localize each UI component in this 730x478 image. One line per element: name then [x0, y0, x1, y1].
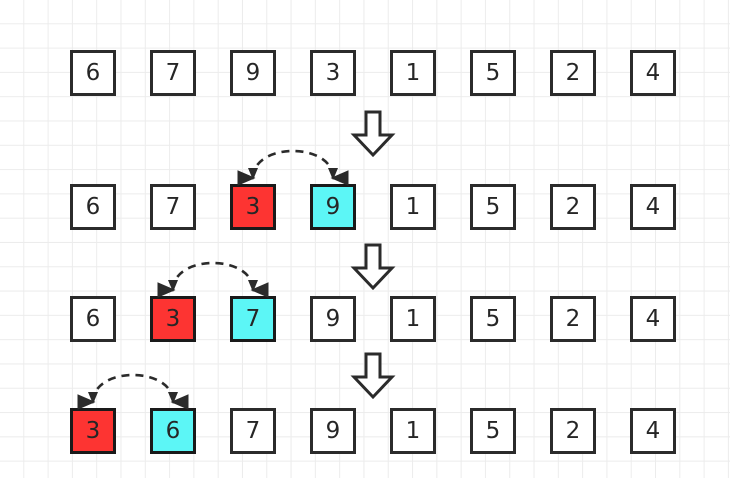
- array-cell[interactable]: 4: [630, 184, 676, 230]
- array-cell[interactable]: 9: [310, 296, 356, 342]
- array-cell[interactable]: 6: [70, 50, 116, 96]
- array-cell[interactable]: 3: [70, 408, 116, 454]
- array-cell[interactable]: 6: [150, 408, 196, 454]
- array-cell[interactable]: 7: [230, 296, 276, 342]
- array-cell[interactable]: 5: [470, 50, 516, 96]
- array-cell[interactable]: 4: [630, 408, 676, 454]
- down-arrow-icon: [350, 352, 396, 400]
- array-cell[interactable]: 6: [70, 296, 116, 342]
- array-cell[interactable]: 3: [230, 184, 276, 230]
- array-cell[interactable]: 2: [550, 50, 596, 96]
- array-cell[interactable]: 4: [630, 296, 676, 342]
- swap-arc-icon: [233, 136, 353, 186]
- array-cell[interactable]: 2: [550, 408, 596, 454]
- array-cell[interactable]: 5: [470, 408, 516, 454]
- array-cell[interactable]: 1: [390, 184, 436, 230]
- array-cell[interactable]: 7: [230, 408, 276, 454]
- array-cell[interactable]: 7: [150, 184, 196, 230]
- array-cell[interactable]: 3: [150, 296, 196, 342]
- array-cell[interactable]: 9: [310, 184, 356, 230]
- down-arrow-icon: [350, 110, 396, 158]
- array-cell[interactable]: 2: [550, 184, 596, 230]
- swap-arc-icon: [153, 248, 273, 298]
- array-cell[interactable]: 3: [310, 50, 356, 96]
- array-cell[interactable]: 1: [390, 408, 436, 454]
- array-cell[interactable]: 4: [630, 50, 676, 96]
- array-cell[interactable]: 6: [70, 184, 116, 230]
- array-cell[interactable]: 9: [230, 50, 276, 96]
- swap-arc-icon: [73, 360, 193, 410]
- array-cell[interactable]: 9: [310, 408, 356, 454]
- array-cell[interactable]: 1: [390, 296, 436, 342]
- array-cell[interactable]: 5: [470, 296, 516, 342]
- array-cell[interactable]: 5: [470, 184, 516, 230]
- array-cell[interactable]: 1: [390, 50, 436, 96]
- array-cell[interactable]: 2: [550, 296, 596, 342]
- array-cell[interactable]: 7: [150, 50, 196, 96]
- down-arrow-icon: [350, 243, 396, 291]
